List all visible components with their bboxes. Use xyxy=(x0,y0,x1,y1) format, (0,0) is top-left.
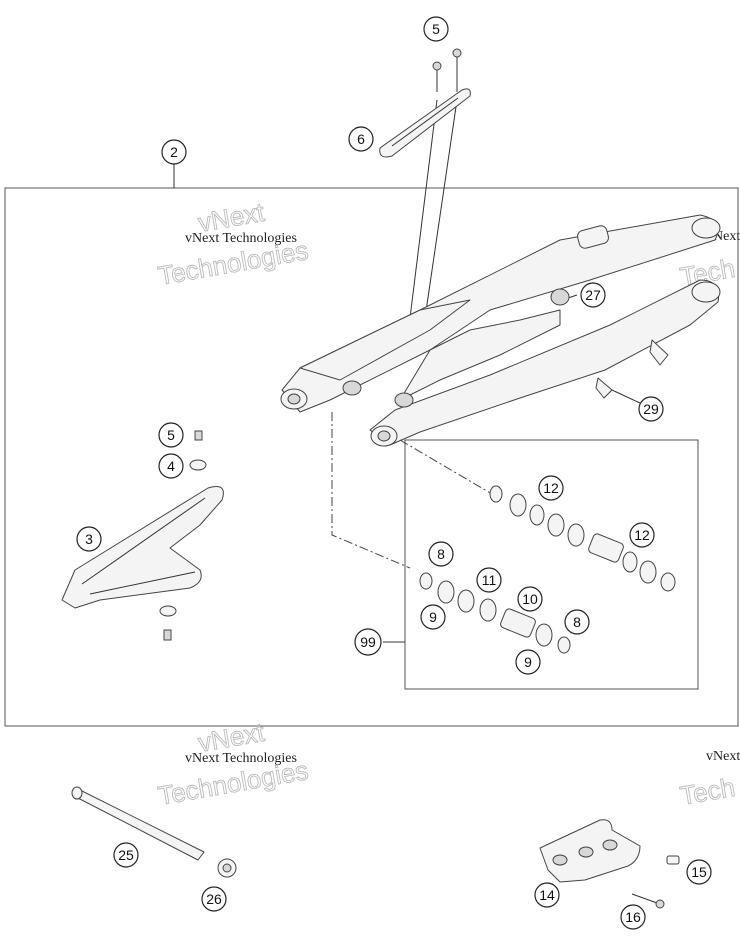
callout-3: 3 xyxy=(76,526,102,552)
callout-15: 15 xyxy=(686,859,712,885)
svg-text:vNext Technologies: vNext Technologies xyxy=(185,231,297,246)
callout-16: 16 xyxy=(620,904,646,930)
svg-text:11: 11 xyxy=(482,572,497,588)
callout-10: 10 xyxy=(517,586,543,612)
pivot-axis-right xyxy=(399,439,493,495)
part-27-plug xyxy=(550,288,570,306)
swingarm xyxy=(280,214,721,447)
pivot-axis-left xyxy=(331,412,411,569)
svg-text:4: 4 xyxy=(167,458,175,474)
svg-text:16: 16 xyxy=(625,909,641,925)
callout-8-a: 8 xyxy=(428,541,454,567)
callout-12-b: 12 xyxy=(629,522,655,548)
pivot-axle xyxy=(71,786,237,878)
chain-slider xyxy=(61,430,224,641)
svg-text:5: 5 xyxy=(432,21,440,37)
swingarm-assembly-box xyxy=(4,187,739,727)
callout-6: 6 xyxy=(348,126,374,152)
callout-27: 27 xyxy=(580,282,606,308)
svg-text:vNext Technologies: vNext Technologies xyxy=(185,751,297,766)
chain-guide-rear xyxy=(539,819,680,909)
callout-8-b: 8 xyxy=(564,609,590,635)
callout-25: 25 xyxy=(113,842,139,868)
callout-9-b: 9 xyxy=(515,649,541,675)
svg-text:15: 15 xyxy=(691,864,707,880)
svg-text:12: 12 xyxy=(543,480,559,496)
watermark-bottom-right: vNext Tech xyxy=(677,749,740,811)
svg-text:8: 8 xyxy=(437,546,445,562)
svg-text:27: 27 xyxy=(585,287,601,303)
svg-text:6: 6 xyxy=(357,131,365,147)
callout-12-a: 12 xyxy=(538,475,564,501)
svg-text:29: 29 xyxy=(643,401,659,417)
chain-guide-top xyxy=(379,48,471,319)
svg-text:Tech: Tech xyxy=(678,772,737,811)
bearing-kit-box xyxy=(404,439,699,690)
callout-14: 14 xyxy=(534,882,560,908)
svg-text:3: 3 xyxy=(85,531,93,547)
svg-text:99: 99 xyxy=(360,634,376,650)
svg-text:9: 9 xyxy=(524,654,532,670)
callout-99: 99 xyxy=(354,628,382,656)
bearing-kit-parts xyxy=(419,485,676,654)
svg-text:vNext: vNext xyxy=(706,749,740,764)
callout-5: 5 xyxy=(158,422,184,448)
callout-5-top: 5 xyxy=(423,16,449,42)
svg-text:12: 12 xyxy=(634,527,650,543)
svg-text:14: 14 xyxy=(539,887,555,903)
callout-29: 29 xyxy=(638,396,664,422)
callout-11: 11 xyxy=(476,567,502,593)
callout-26: 26 xyxy=(201,886,227,912)
callout-4: 4 xyxy=(158,453,184,479)
svg-text:10: 10 xyxy=(522,591,538,607)
svg-text:8: 8 xyxy=(573,614,581,630)
callout-9-a: 9 xyxy=(420,604,446,630)
svg-text:25: 25 xyxy=(118,847,134,863)
svg-text:2: 2 xyxy=(170,144,178,160)
svg-text:5: 5 xyxy=(167,427,175,443)
svg-text:9: 9 xyxy=(429,609,437,625)
callout-2: 2 xyxy=(161,139,187,165)
svg-text:26: 26 xyxy=(206,891,222,907)
watermark-top-left: vNext Technologies vNext Technologies xyxy=(155,196,311,291)
watermark-bottom-left: vNext Technologies vNext Technologies xyxy=(155,716,311,811)
